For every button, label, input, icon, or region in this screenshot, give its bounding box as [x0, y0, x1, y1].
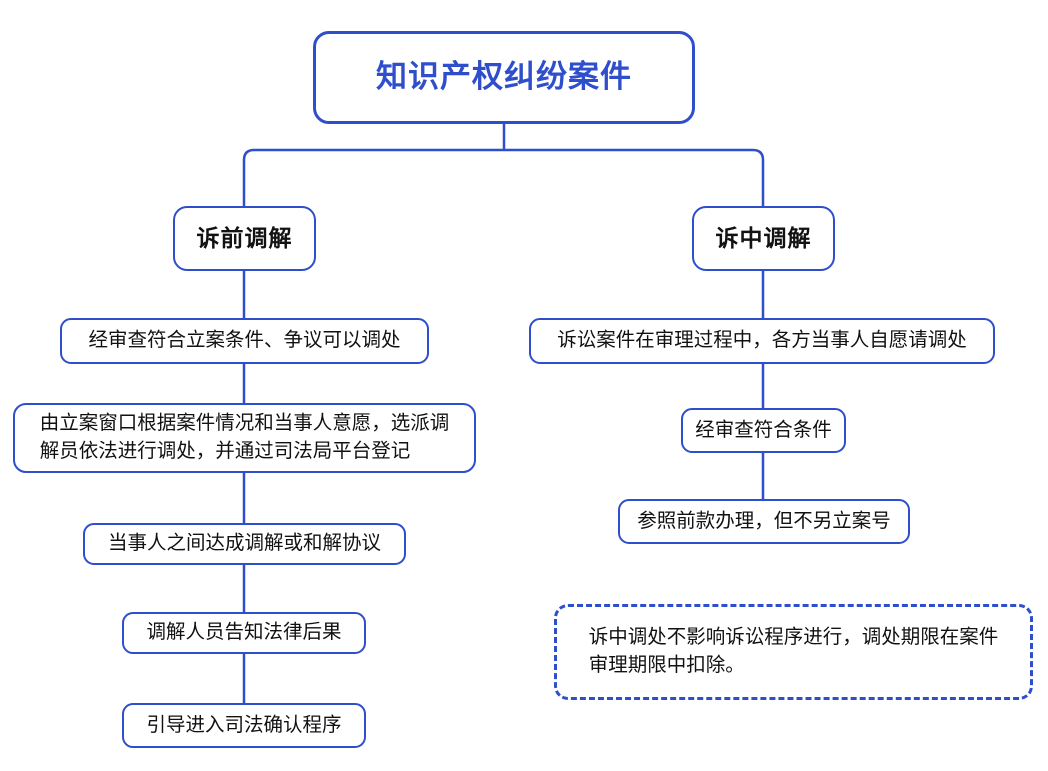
node-branch-in-litigation[interactable]: 诉中调解	[692, 206, 835, 271]
node-in-note-label: 诉中调处不影响诉讼程序进行，调处期限在案件 审理期限中扣除。	[588, 626, 999, 676]
node-in-step-3-label: 参照前款办理，但不另立案号	[637, 509, 891, 532]
node-in-step-2[interactable]: 经审查符合条件	[681, 408, 846, 453]
connector-split-right	[504, 148, 765, 206]
node-in-step-1-label: 诉讼案件在审理过程中，各方当事人自愿请调处	[557, 329, 967, 352]
node-pre-step-5-label: 引导进入司法确认程序	[146, 713, 342, 736]
node-branch-pre-litigation[interactable]: 诉前调解	[173, 206, 316, 271]
node-branch-in-litigation-label: 诉中调解	[715, 225, 812, 252]
node-pre-step-2[interactable]: 由立案窗口根据案件情况和当事人意愿，选派调 解员依法进行调处，并通过司法局平台登…	[13, 403, 476, 473]
node-root-label: 知识产权纠纷案件	[376, 59, 632, 95]
node-pre-step-2-label: 由立案窗口根据案件情况和当事人意愿，选派调 解员依法进行调处，并通过司法局平台登…	[39, 412, 450, 462]
node-in-step-2-label: 经审查符合条件	[695, 418, 832, 441]
node-pre-step-1-label: 经审查符合立案条件、争议可以调处	[88, 329, 401, 352]
connector-split-left	[242, 148, 504, 206]
node-in-step-1[interactable]: 诉讼案件在审理过程中，各方当事人自愿请调处	[529, 318, 995, 364]
node-pre-step-3-label: 当事人之间达成调解或和解协议	[107, 532, 381, 555]
node-pre-step-5[interactable]: 引导进入司法确认程序	[122, 703, 366, 748]
node-pre-step-4-label: 调解人员告知法律后果	[146, 621, 342, 644]
node-branch-pre-litigation-label: 诉前调解	[196, 225, 293, 252]
node-pre-step-4[interactable]: 调解人员告知法律后果	[122, 612, 366, 654]
node-in-note[interactable]: 诉中调处不影响诉讼程序进行，调处期限在案件 审理期限中扣除。	[554, 604, 1033, 700]
node-pre-step-3[interactable]: 当事人之间达成调解或和解协议	[83, 523, 406, 565]
node-in-step-3[interactable]: 参照前款办理，但不另立案号	[618, 499, 910, 544]
node-pre-step-1[interactable]: 经审查符合立案条件、争议可以调处	[60, 318, 429, 364]
node-root[interactable]: 知识产权纠纷案件	[313, 31, 695, 124]
